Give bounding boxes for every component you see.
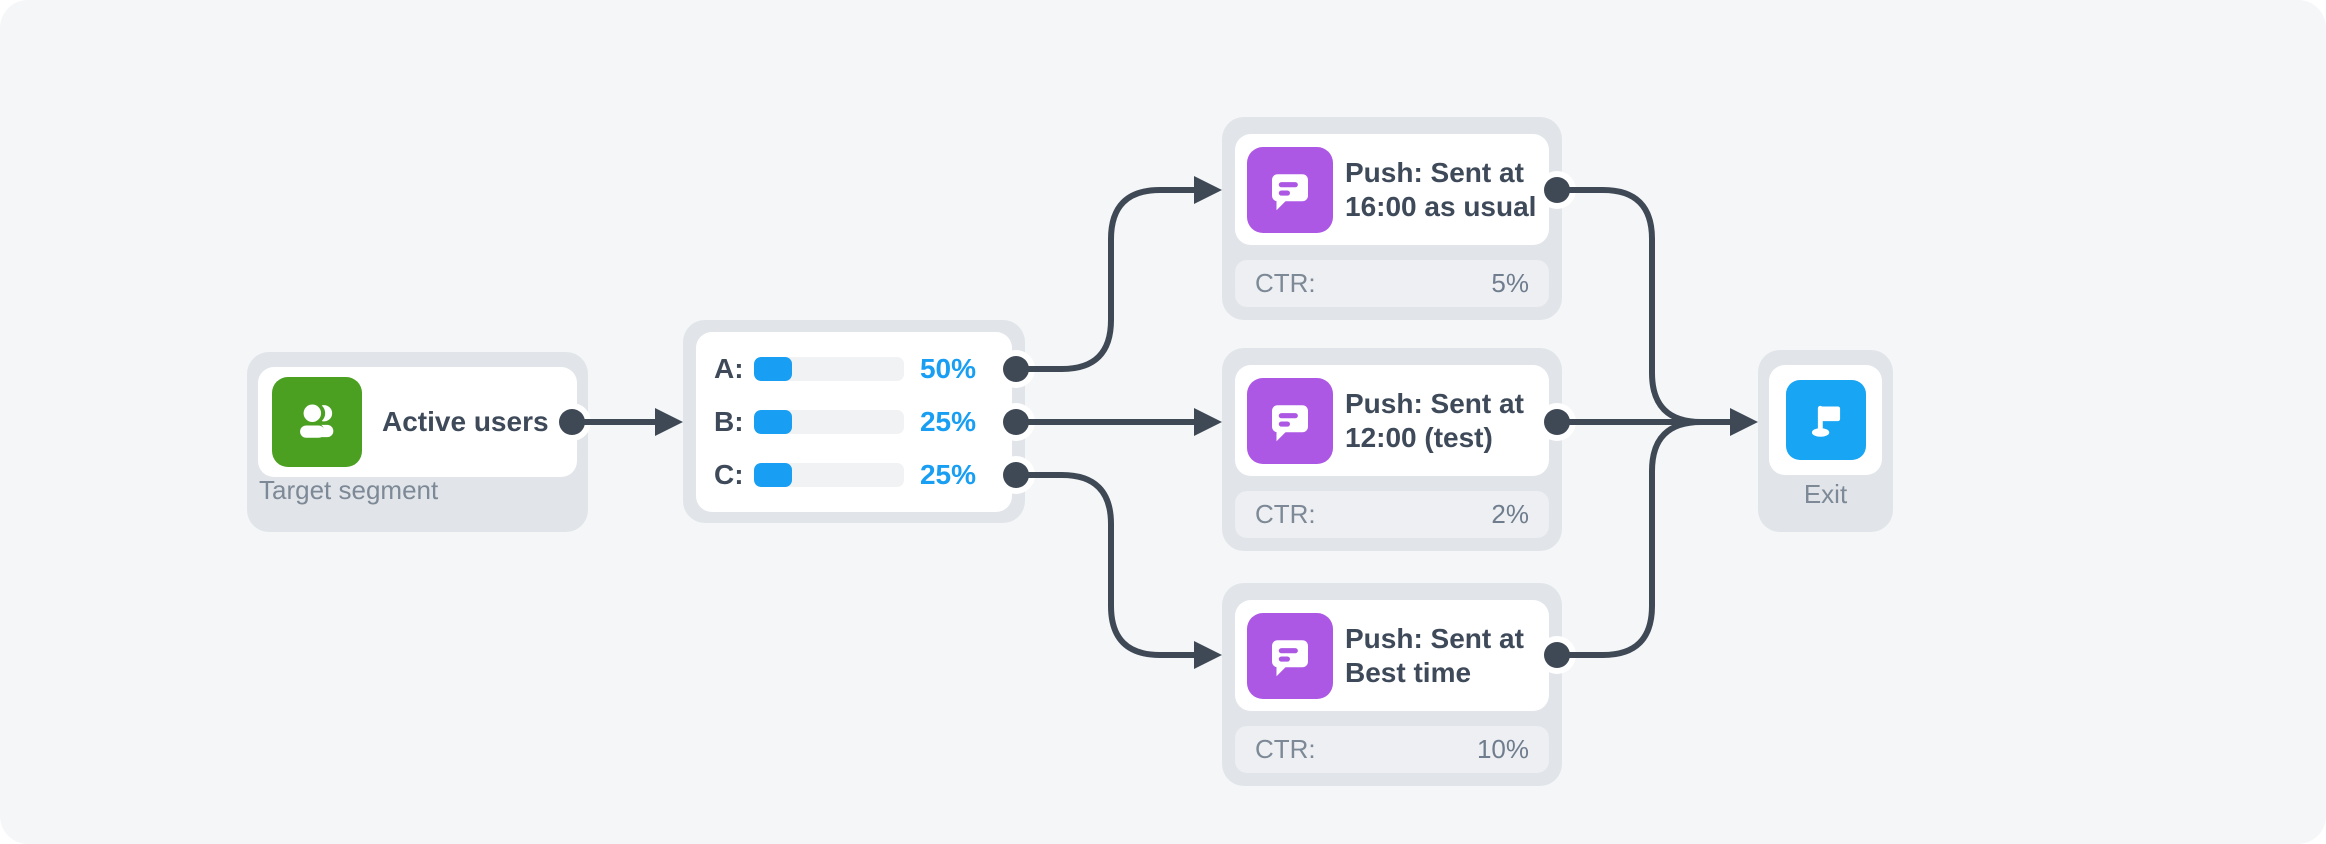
- split-label-c: C:: [714, 459, 744, 490]
- split-bar-fill-a: [754, 357, 792, 381]
- split-bar-a: [754, 357, 904, 381]
- push-title: Push: Sent at 12:00 (test): [1345, 387, 1524, 453]
- edge-split-a-to-push-1: [1013, 187, 1199, 372]
- segment-title: Active users: [382, 406, 549, 437]
- node-push-16-00[interactable]: Push: Sent at 16:00 as usual CTR: 5%: [1222, 117, 1562, 320]
- node-push-best-time[interactable]: Push: Sent at Best time CTR: 10%: [1222, 583, 1562, 786]
- arrowhead-into-exit: [1730, 408, 1758, 436]
- segment-caption: Target segment: [259, 475, 439, 505]
- split-row-b: B: 25%: [714, 396, 976, 449]
- split-bar-fill-b: [754, 410, 792, 434]
- ctr-value: 10%: [1476, 734, 1529, 764]
- node-push-12-00-test[interactable]: Push: Sent at 12:00 (test) CTR: 2%: [1222, 348, 1562, 551]
- segment-card: Active users: [258, 367, 577, 477]
- push-message-icon: [1247, 377, 1333, 464]
- node-exit[interactable]: Exit: [1758, 350, 1893, 532]
- edge-push-3-to-exit: [1554, 419, 1711, 658]
- split-card: A: 50% B: 25% C: 25%: [696, 332, 1012, 512]
- split-bar-c: [754, 463, 904, 487]
- split-label-a: A:: [714, 353, 744, 384]
- push-title: Push: Sent at 16:00 as usual: [1345, 156, 1537, 222]
- push-ctr-row: CTR: 2%: [1235, 491, 1549, 538]
- split-percent-c: 25%: [919, 459, 976, 490]
- ctr-label: CTR:: [1255, 734, 1316, 764]
- push-card: Push: Sent at 12:00 (test): [1235, 365, 1549, 476]
- edge-split-c-to-push-3: [1013, 472, 1199, 658]
- push-card: Push: Sent at Best time: [1235, 600, 1549, 711]
- edge-push-1-to-exit: [1554, 187, 1711, 425]
- push-message-icon: [1247, 612, 1333, 699]
- push-title: Push: Sent at Best time: [1345, 622, 1524, 688]
- push-card: Push: Sent at 16:00 as usual: [1235, 134, 1549, 245]
- split-row-c: C: 25%: [714, 449, 976, 502]
- exit-card: [1769, 365, 1882, 475]
- split-bar-b: [754, 410, 904, 434]
- flag-icon: [1785, 380, 1866, 460]
- push-ctr-row: CTR: 5%: [1235, 260, 1549, 307]
- split-bar-fill-c: [754, 463, 792, 487]
- push-ctr-row: CTR: 10%: [1235, 726, 1549, 773]
- ctr-value: 5%: [1491, 268, 1529, 298]
- ctr-label: CTR:: [1255, 268, 1316, 298]
- node-ab-split[interactable]: A: 50% B: 25% C: 25%: [683, 320, 1025, 523]
- arrowhead-into-push-2: [1194, 408, 1222, 436]
- split-percent-b: 25%: [919, 406, 976, 437]
- ctr-label: CTR:: [1255, 499, 1316, 529]
- arrowhead-into-push-1: [1194, 176, 1222, 204]
- node-target-segment[interactable]: Active users Target segment: [247, 352, 588, 532]
- split-row-a: A: 50%: [714, 343, 976, 396]
- arrowhead-into-push-3: [1194, 641, 1222, 669]
- ctr-value: 2%: [1491, 499, 1529, 529]
- split-percent-a: 50%: [919, 353, 976, 384]
- push-message-icon: [1247, 146, 1333, 233]
- users-icon: [272, 377, 362, 467]
- exit-label: Exit: [1803, 479, 1848, 509]
- split-label-b: B:: [714, 406, 744, 437]
- arrowhead-into-split: [655, 408, 683, 436]
